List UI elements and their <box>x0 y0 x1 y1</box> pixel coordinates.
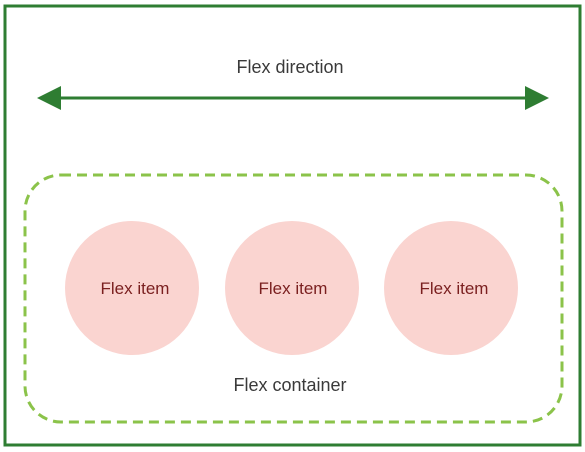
flex-item: Flex item <box>384 221 518 355</box>
flex-item-circle <box>225 221 359 355</box>
flex-item-label: Flex item <box>259 279 328 298</box>
flex-item: Flex item <box>225 221 359 355</box>
flex-item-label: Flex item <box>420 279 489 298</box>
flex-item-circle <box>384 221 518 355</box>
flex-direction-label: Flex direction <box>236 57 343 77</box>
flex-item-circle <box>65 221 199 355</box>
flex-container-label: Flex container <box>233 375 346 395</box>
flex-item: Flex item <box>65 221 199 355</box>
flex-container-box <box>23 173 564 424</box>
flex-item-label: Flex item <box>101 279 170 298</box>
